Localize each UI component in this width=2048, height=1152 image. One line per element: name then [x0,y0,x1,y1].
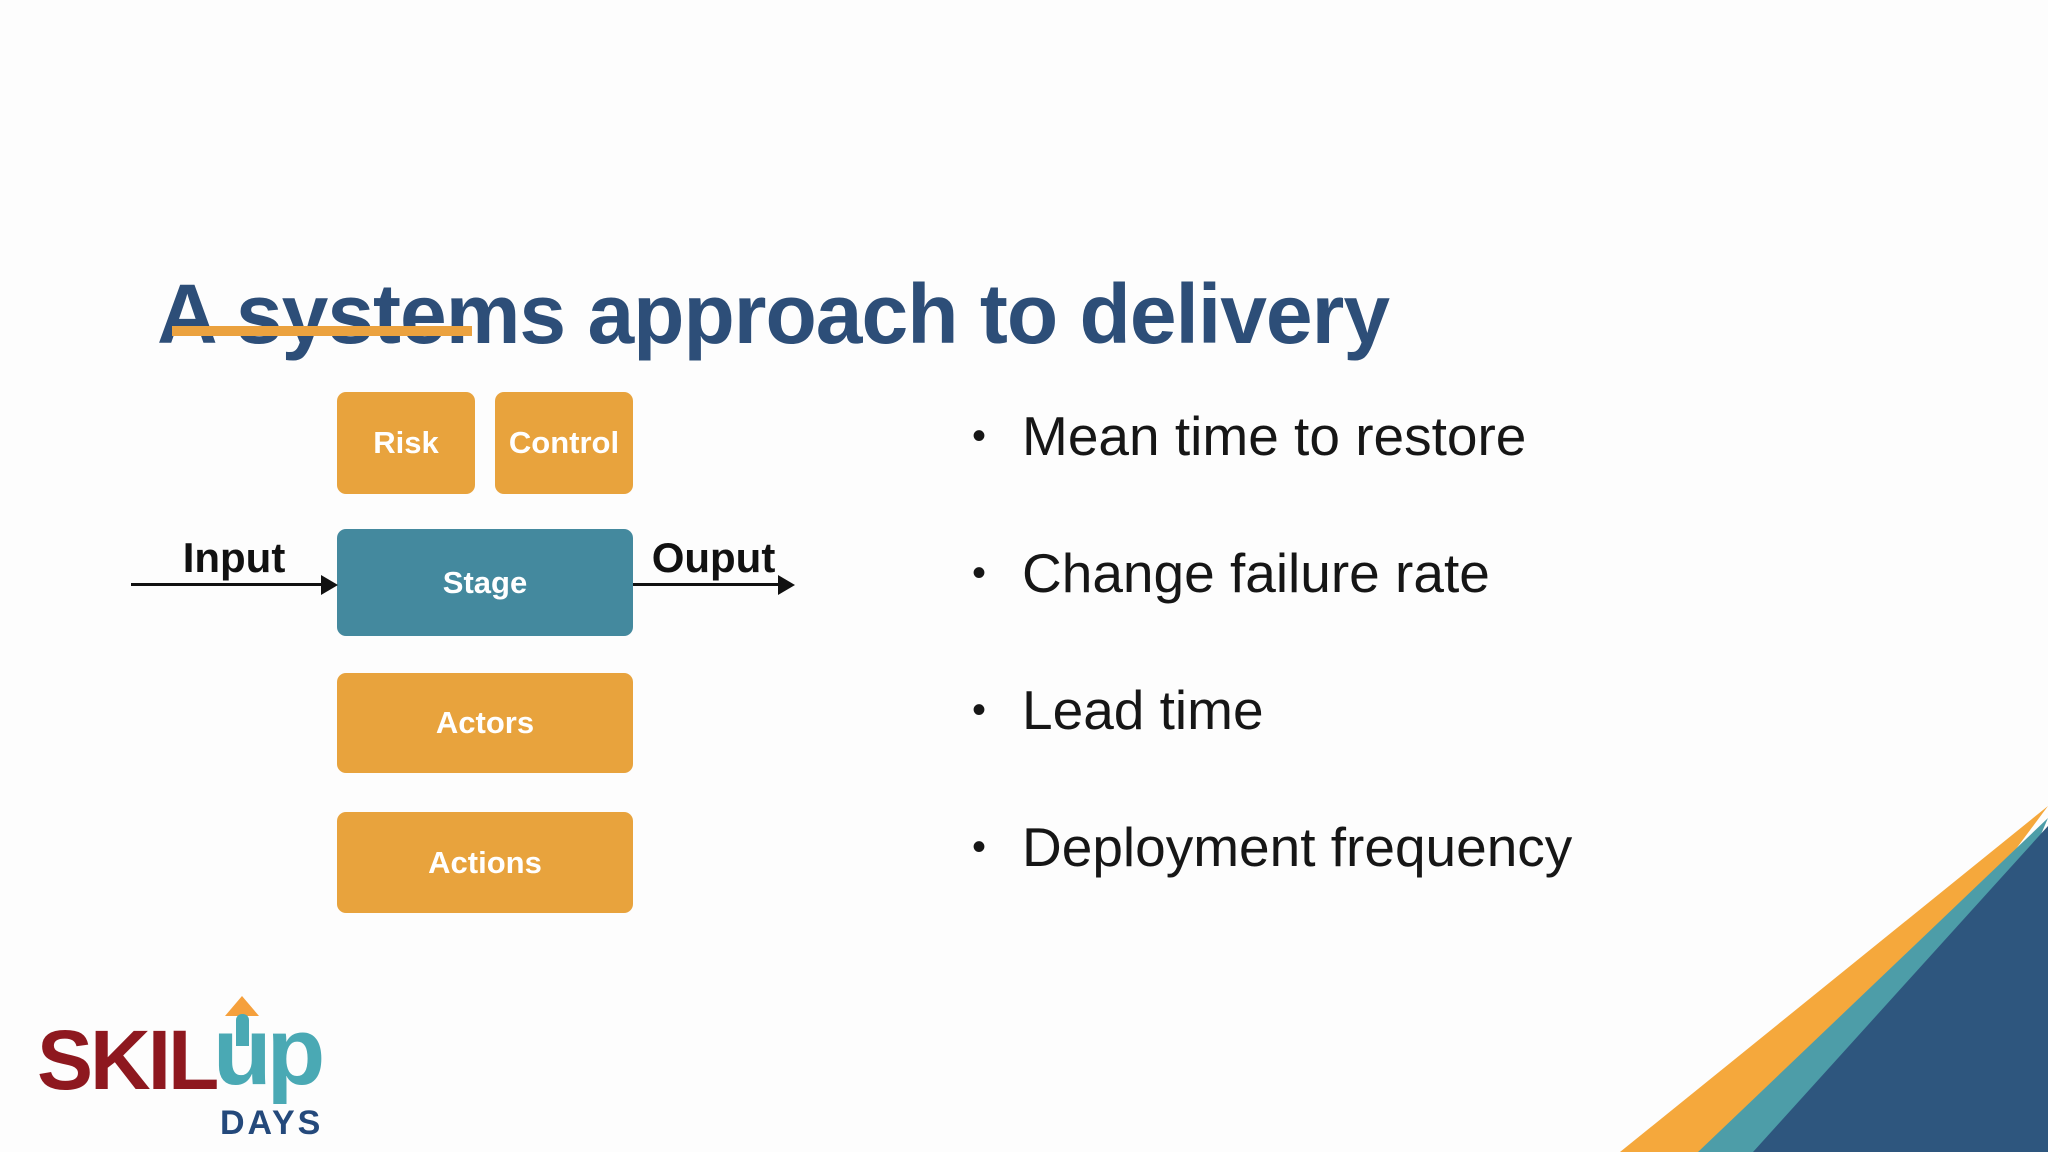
input-arrow-line [131,583,321,586]
bullet-dot-icon: • [972,414,987,458]
title-underline [172,326,472,336]
logo-text-skil: SKIL [37,1013,219,1107]
input-arrowhead-icon [321,574,338,595]
skilup-days-logo: SKIL up DAYS [37,996,327,1146]
corner-triangle-teal [1698,818,2048,1152]
bullet-item: • Mean time to restore [972,408,1572,464]
bullet-dot-icon: • [972,551,987,595]
diagram-box-actors: Actors [337,673,633,773]
bullet-item: • Lead time [972,682,1572,738]
slide-title: A systems approach to delivery [157,267,1390,362]
input-label: Input [182,534,286,581]
diagram-box-risk: Risk [337,392,475,494]
diagram-box-control: Control [495,392,633,494]
corner-triangle-orange [1620,806,2048,1152]
diagram-box-control-label: Control [508,425,620,460]
corner-triangle-navy [1753,826,2048,1152]
bullet-dot-icon: • [972,688,987,732]
output-arrow-line [633,583,779,586]
bullet-dot-icon: • [972,825,987,869]
diagram-box-actors-label: Actors [435,705,535,740]
bullet-text: Lead time [1022,679,1264,741]
bullet-text: Deployment frequency [1022,816,1573,878]
logo-text-up: up [213,998,325,1105]
bullet-item: • Change failure rate [972,545,1572,601]
bullet-text: Mean time to restore [1022,405,1527,467]
bullet-item: • Deployment frequency [972,819,1572,875]
diagram-box-stage-label: Stage [442,564,528,600]
logo-up-arrow-stem [236,1014,249,1046]
output-label: Ouput [651,534,776,581]
bullet-text: Change failure rate [1022,542,1490,604]
logo-text-days: DAYS [220,1104,324,1142]
logo-up-arrow-icon [225,996,259,1016]
diagram-box-actions: Actions [337,812,633,913]
diagram-box-stage: Stage [337,529,633,636]
diagram-box-actions-label: Actions [428,844,542,880]
bullet-list: • Mean time to restore • Change failure … [972,408,1572,956]
diagram-box-risk-label: Risk [373,425,439,460]
output-arrowhead-icon [778,574,795,595]
